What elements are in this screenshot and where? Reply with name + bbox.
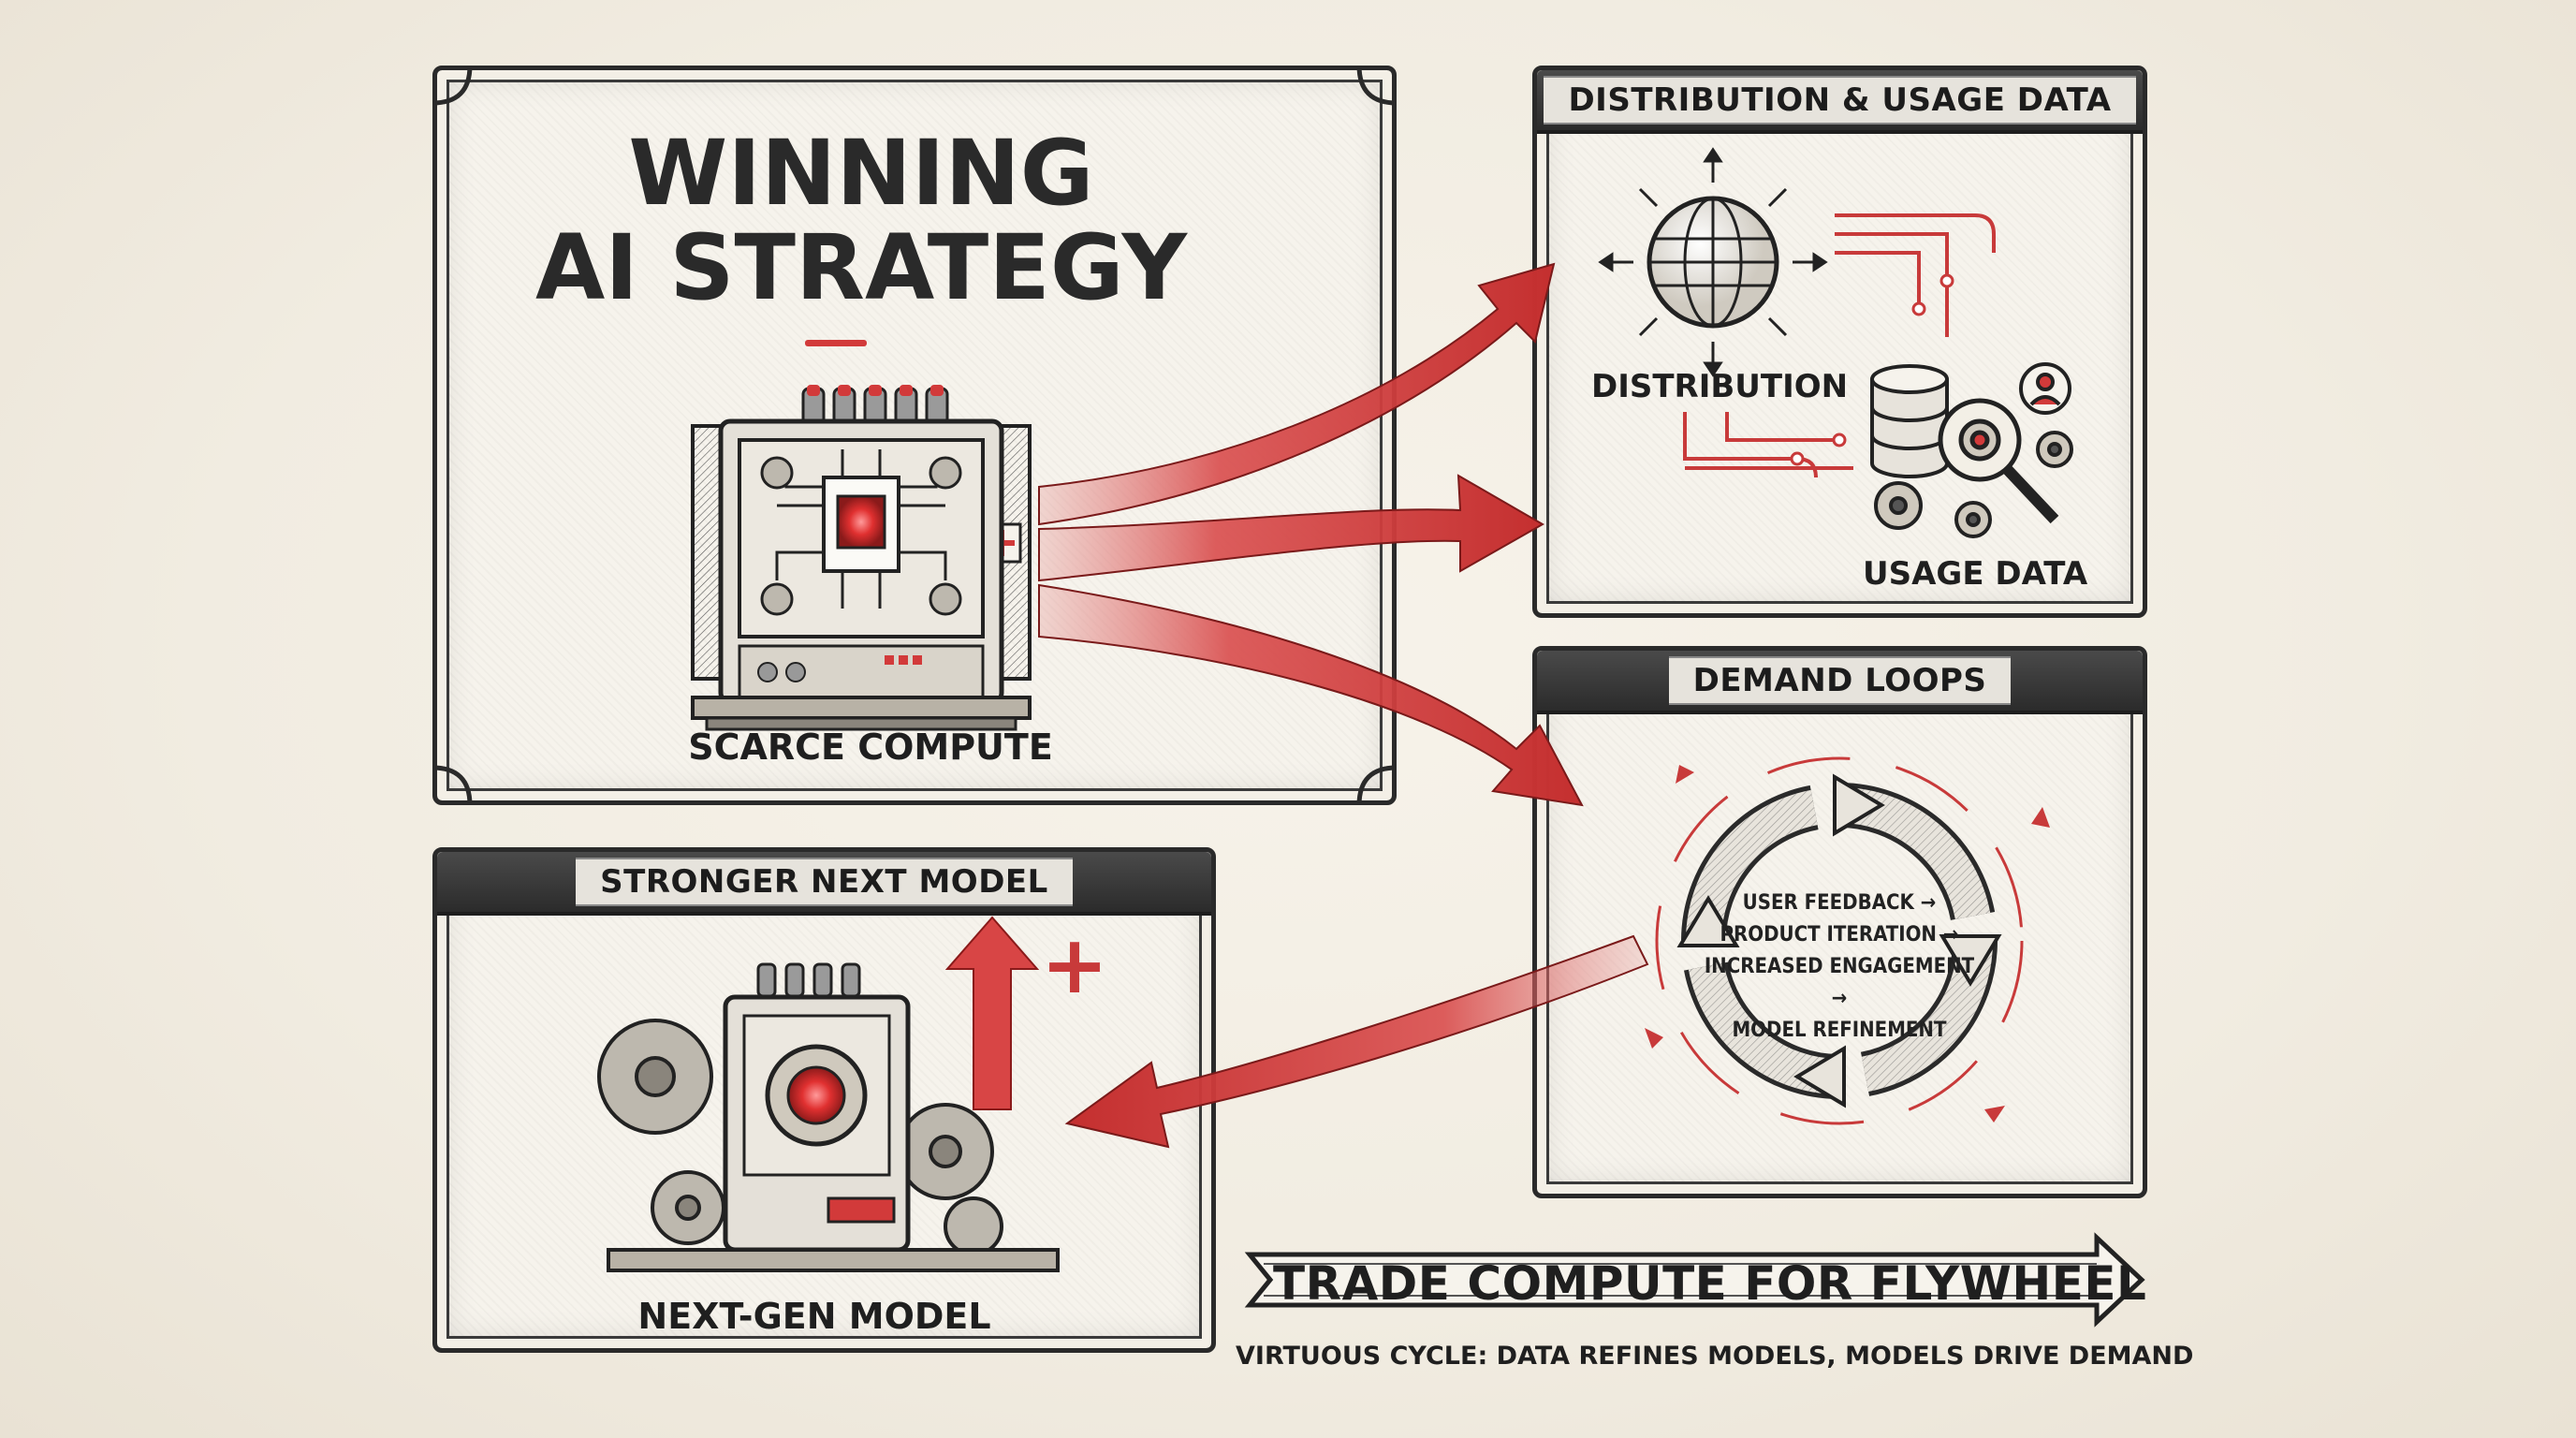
user-profile-icon [2019, 362, 2071, 415]
main-title-line2: AI STRATEGY [534, 214, 1188, 320]
globe-icon [1598, 147, 1828, 377]
banner-text: TRADE COMPUTE FOR FLYWHEEL [1273, 1256, 2147, 1311]
banner-subtitle: VIRTUOUS CYCLE: DATA REFINES MODELS, MOD… [1236, 1342, 2194, 1371]
next-model-panel-title: STRONGER NEXT MODEL [576, 858, 1073, 906]
data-flow-nodes [1790, 273, 1954, 466]
red-cycle-arrowheads [1645, 765, 2050, 1123]
distribution-panel-title: DISTRIBUTION & USAGE DATA [1544, 76, 2136, 125]
magnifier-gear-icon [1938, 398, 2059, 524]
title-underline [805, 340, 867, 346]
usage-data-label: USAGE DATA [1863, 555, 2088, 593]
next-model-panel-header: STRONGER NEXT MODEL [437, 852, 1211, 916]
distribution-panel-header: DISTRIBUTION & USAGE DATA [1537, 70, 2143, 134]
arrow-to-usage [1038, 474, 1545, 582]
scarce-compute-machine-icon [691, 385, 1032, 731]
distribution-usage-panel: DISTRIBUTION & USAGE DATA [1532, 66, 2147, 618]
demand-loop-steps: USER FEEDBACK → PRODUCT ITERATION → INCR… [1699, 888, 1980, 1047]
arrow-to-next-model [1064, 934, 1649, 1149]
database-icon [1870, 364, 1949, 478]
loop-step-user-feedback: USER FEEDBACK → [1742, 891, 1937, 915]
arrow-to-demand-loops [1038, 583, 1584, 807]
main-title-line1: WINNING [628, 121, 1094, 226]
distribution-label: DISTRIBUTION [1591, 368, 1849, 405]
trade-compute-banner [1244, 1232, 2145, 1328]
arrow-to-distribution [1038, 262, 1556, 526]
growth-up-arrow [944, 916, 1040, 1110]
loop-step-model-refinement: MODEL REFINEMENT [1732, 1019, 1947, 1043]
main-title: WINNING AI STRATEGY [524, 126, 1198, 315]
main-panel-corner-ornaments [432, 65, 1398, 806]
data-flow-lines [1683, 213, 1996, 478]
next-gen-machine-icon [597, 962, 1060, 1272]
loop-step-increased-engagement: INCREASED ENGAGEMENT → [1704, 955, 1975, 1011]
gears-icon [1874, 431, 2073, 538]
plus-symbol: + [1041, 918, 1108, 1012]
loop-step-product-iteration: PRODUCT ITERATION → [1720, 923, 1959, 947]
cycle-arrowheads [1676, 773, 2002, 1108]
scarce-compute-caption: SCARCE COMPUTE [688, 726, 1053, 768]
demand-panel-title: DEMAND LOOPS [1668, 656, 2012, 705]
next-gen-model-caption: NEXT-GEN MODEL [637, 1296, 991, 1337]
demand-panel-header: DEMAND LOOPS [1537, 651, 2143, 714]
